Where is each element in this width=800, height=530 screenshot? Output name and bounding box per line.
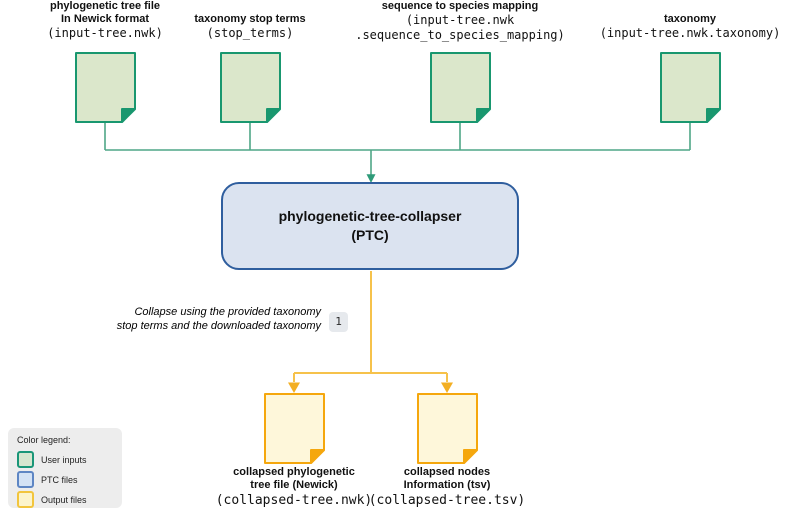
input-label-sequence-to-species-mapping: sequence to species mapping (input-tree.… <box>325 0 595 43</box>
legend-row-ptc-files: PTC files <box>17 471 113 488</box>
input-bus-line <box>104 123 691 175</box>
legend-title: Color legend: <box>17 435 71 445</box>
annotation-line: Collapse using the provided taxonomy <box>134 306 321 318</box>
label-code-line: (collapsed-tree.tsv) <box>368 493 526 508</box>
label-line: taxonomy stop terms <box>194 13 306 25</box>
file-icon-collapsed-tree <box>264 393 325 464</box>
color-legend: Color legend: User inputs PTC files Outp… <box>8 428 122 508</box>
user-inputs-swatch-icon <box>17 451 34 468</box>
label-code-line: (input-tree.nwk) <box>47 26 163 40</box>
legend-label: Output files <box>41 494 87 505</box>
arrowhead-output-left <box>288 382 300 393</box>
label-code-line: .sequence_to_species_mapping) <box>355 28 565 42</box>
step-number-badge: 1 <box>329 312 348 332</box>
label-line: taxonomy <box>664 13 716 25</box>
file-icon-stop-terms <box>220 52 281 123</box>
legend-label: User inputs <box>41 454 87 465</box>
output-files-swatch-icon <box>17 491 34 508</box>
arrowhead-into-ptc <box>366 174 376 183</box>
step-annotation: Collapse using the provided taxonomy sto… <box>55 305 321 333</box>
legend-label: PTC files <box>41 474 78 485</box>
label-line: sequence to species mapping <box>381 0 539 12</box>
output-label-collapsed-nodes: collapsed nodes Information (tsv) (colla… <box>352 466 542 509</box>
output-split-line <box>293 271 448 382</box>
output-label-collapsed-tree: collapsed phylogenetic tree file (Newick… <box>199 466 389 509</box>
label-code-line: (collapsed-tree.nwk) <box>215 493 373 508</box>
label-line: Information (tsv) <box>403 479 491 491</box>
label-line: phylogenetic tree file <box>49 0 161 12</box>
file-icon-sequence-mapping <box>430 52 491 123</box>
label-line: In Newick format <box>60 13 150 25</box>
ptc-files-swatch-icon <box>17 471 34 488</box>
ptc-process-node: phylogenetic-tree-collapser (PTC) <box>221 182 519 270</box>
legend-row-output-files: Output files <box>17 491 113 508</box>
label-line: tree file (Newick) <box>250 479 338 491</box>
arrowhead-output-right <box>441 382 453 393</box>
label-line: collapsed phylogenetic <box>233 466 355 478</box>
input-label-taxonomy: taxonomy (input-tree.nwk.taxonomy) <box>578 13 800 41</box>
label-code-line: (stop_terms) <box>206 26 294 40</box>
legend-row-user-inputs: User inputs <box>17 451 113 468</box>
process-name: phylogenetic-tree-collapser <box>278 208 462 224</box>
file-icon-input-tree <box>75 52 136 123</box>
file-icon-taxonomy <box>660 52 721 123</box>
input-label-phylogenetic-tree-file: phylogenetic tree file In Newick format … <box>5 0 205 41</box>
input-label-taxonomy-stop-terms: taxonomy stop terms (stop_terms) <box>150 13 350 41</box>
process-abbreviation: (PTC) <box>351 227 389 243</box>
label-line: collapsed nodes <box>403 466 491 478</box>
annotation-line: stop terms and the downloaded taxonomy <box>116 320 321 332</box>
label-code-line: (input-tree.nwk.taxonomy) <box>599 26 781 40</box>
label-code-line: (input-tree.nwk <box>405 13 515 27</box>
file-icon-collapsed-nodes <box>417 393 478 464</box>
